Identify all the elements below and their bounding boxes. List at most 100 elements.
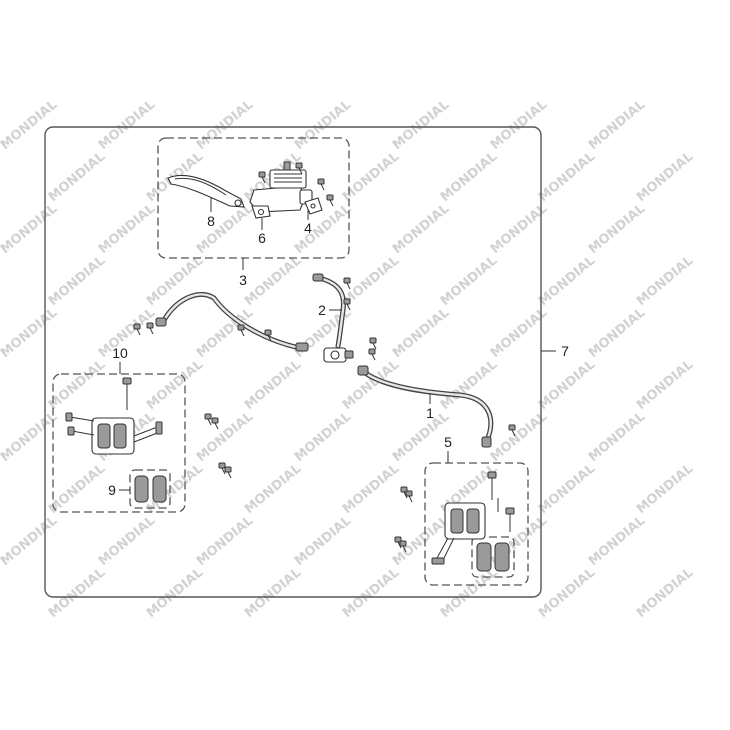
- watermark-text: MONDIAL: [390, 409, 452, 465]
- pad-set-box-right: [471, 536, 515, 578]
- watermark-text: MONDIAL: [0, 201, 60, 257]
- watermark-text: MONDIAL: [96, 201, 158, 257]
- watermark-text: MONDIAL: [340, 461, 402, 517]
- callout-5: 5: [444, 434, 452, 450]
- watermark-text: MONDIAL: [46, 149, 108, 205]
- callout-6: 6: [258, 230, 266, 246]
- callout-2: 2: [318, 302, 326, 318]
- bolt: [343, 298, 351, 311]
- caliper-bolts-left: [65, 377, 132, 436]
- brake-hose-right: [357, 365, 494, 448]
- watermark-text: MONDIAL: [194, 513, 256, 569]
- callout-1: 1: [426, 405, 434, 421]
- callout-8: 8: [207, 213, 215, 229]
- bolt-layer: [133, 162, 516, 553]
- watermark-text: MONDIAL: [242, 461, 304, 517]
- watermark-text: MONDIAL: [536, 253, 598, 309]
- watermark-text: MONDIAL: [634, 253, 696, 309]
- bolt: [237, 324, 245, 337]
- bolt: [326, 194, 334, 207]
- watermark-text: MONDIAL: [634, 149, 696, 205]
- bolt: [368, 348, 376, 361]
- bolt: [394, 536, 402, 549]
- bolt: [264, 329, 272, 342]
- watermark-text: MONDIAL: [390, 305, 452, 361]
- rear-caliper-group-box: [424, 462, 529, 586]
- bolt: [399, 540, 407, 553]
- watermark-text: MONDIAL: [586, 201, 648, 257]
- brake-lever: [167, 174, 245, 208]
- callout-10: 10: [112, 345, 128, 361]
- watermark-text: MONDIAL: [438, 565, 500, 621]
- watermark-text: MONDIAL: [46, 565, 108, 621]
- watermark-text: MONDIAL: [144, 357, 206, 413]
- watermark-text: MONDIAL: [194, 201, 256, 257]
- bolt: [211, 417, 219, 430]
- watermark-text: MONDIAL: [586, 409, 648, 465]
- bolt: [224, 466, 232, 479]
- watermark-text: MONDIAL: [46, 357, 108, 413]
- bolt: [258, 171, 266, 184]
- callout-4: 4: [304, 220, 312, 236]
- brake-hose-vertical: [312, 273, 346, 349]
- watermark-text: MONDIAL: [634, 461, 696, 517]
- watermark-text: MONDIAL: [242, 253, 304, 309]
- callout-3: 3: [239, 272, 247, 288]
- three-way-junction: [323, 347, 354, 363]
- clamp-bracket: [251, 205, 271, 219]
- watermark-text: MONDIAL: [586, 305, 648, 361]
- bolt: [343, 277, 351, 290]
- watermark-text: MONDIAL: [292, 513, 354, 569]
- front-caliper: [91, 417, 163, 455]
- watermark-text: MONDIAL: [586, 97, 648, 153]
- rear-caliper: [431, 502, 486, 565]
- watermark-text: MONDIAL: [292, 201, 354, 257]
- watermark-text: MONDIAL: [242, 357, 304, 413]
- bolt: [405, 490, 413, 503]
- bolt: [369, 337, 377, 350]
- watermark-text: MONDIAL: [390, 201, 452, 257]
- watermark-text: MONDIAL: [96, 97, 158, 153]
- assembly-frame: [44, 126, 542, 598]
- bolt: [133, 323, 141, 336]
- watermark-text: MONDIAL: [0, 513, 60, 569]
- watermark-text: MONDIAL: [0, 409, 60, 465]
- bolt: [295, 162, 303, 175]
- callout-7: 7: [561, 343, 569, 359]
- watermark-text: MONDIAL: [144, 253, 206, 309]
- watermark-text: MONDIAL: [144, 565, 206, 621]
- brake-pads-right: [476, 542, 510, 572]
- pad-set-box-left: [129, 469, 171, 509]
- bolt: [317, 178, 325, 191]
- watermark-text: MONDIAL: [438, 149, 500, 205]
- watermark-text: MONDIAL: [536, 565, 598, 621]
- watermark-text: MONDIAL: [536, 149, 598, 205]
- bolt: [146, 322, 154, 335]
- bolt: [218, 462, 226, 475]
- watermark-text: MONDIAL: [46, 253, 108, 309]
- watermark-text: MONDIAL: [0, 97, 60, 153]
- watermark-text: MONDIAL: [292, 97, 354, 153]
- watermark-text: MONDIAL: [242, 565, 304, 621]
- caliper-bolts-right: [487, 471, 515, 532]
- watermark-text: MONDIAL: [194, 97, 256, 153]
- watermark-text: MONDIAL: [634, 565, 696, 621]
- watermark-text: MONDIAL: [438, 253, 500, 309]
- callout-9: 9: [108, 482, 116, 498]
- watermark-text: MONDIAL: [390, 97, 452, 153]
- watermark-text: MONDIAL: [634, 357, 696, 413]
- watermark-text: MONDIAL: [586, 513, 648, 569]
- bolt: [204, 413, 212, 426]
- watermark-text: MONDIAL: [194, 409, 256, 465]
- master-cylinder-group-box: [157, 137, 350, 259]
- bolt: [508, 424, 516, 437]
- watermark-text: MONDIAL: [96, 513, 158, 569]
- watermark-text: MONDIAL: [0, 305, 60, 361]
- watermark-text: MONDIAL: [340, 565, 402, 621]
- watermark-text: MONDIAL: [536, 461, 598, 517]
- watermark-text: MONDIAL: [438, 357, 500, 413]
- brake-pads-left: [134, 475, 167, 503]
- watermark-text: MONDIAL: [536, 357, 598, 413]
